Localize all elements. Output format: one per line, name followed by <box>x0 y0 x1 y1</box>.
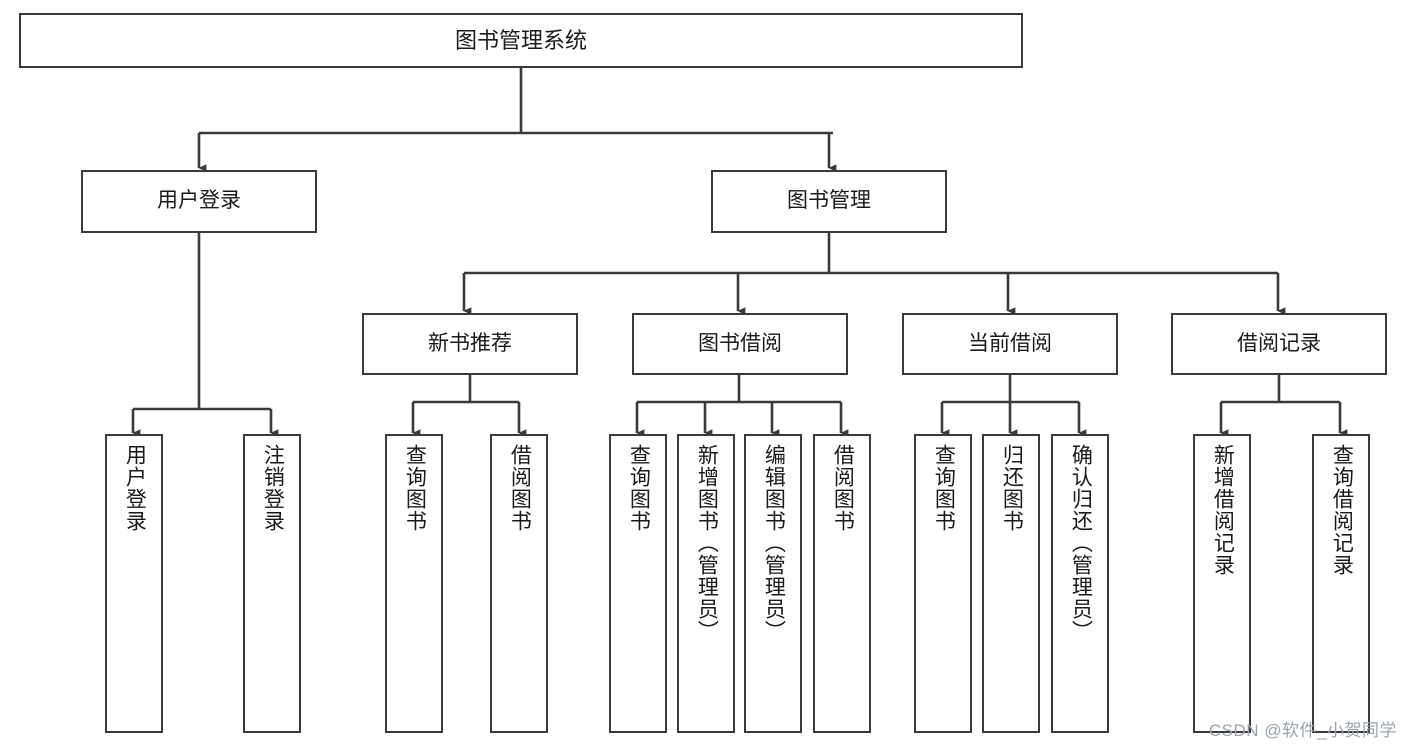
node-leaf-add-borrow-record-label: 新增借阅记录 <box>1211 444 1235 576</box>
node-leaf-query-borrow-record-label: 查询借阅记录 <box>1330 444 1354 576</box>
node-leaf-user-login-label: 用户登录 <box>123 444 147 532</box>
node-leaf-query-book-current-label: 查询图书 <box>932 444 956 532</box>
node-leaf-query-book-current[interactable]: 查询图书 <box>914 434 972 733</box>
node-leaf-return-book[interactable]: 归还图书 <box>982 434 1040 733</box>
node-leaf-edit-book-admin-label: 编辑图书（管理员） <box>762 444 786 642</box>
node-user-login-label: 用户登录 <box>157 189 241 213</box>
node-leaf-query-book-borrow-label: 查询图书 <box>627 444 651 532</box>
node-leaf-query-book-borrow[interactable]: 查询图书 <box>609 434 667 733</box>
node-borrow-records[interactable]: 借阅记录 <box>1171 313 1387 375</box>
node-leaf-add-book-admin[interactable]: 新增图书（管理员） <box>677 434 735 733</box>
node-leaf-user-login[interactable]: 用户登录 <box>105 434 163 733</box>
node-book-management-label: 图书管理 <box>787 189 871 213</box>
node-leaf-edit-book-admin[interactable]: 编辑图书（管理员） <box>744 434 802 733</box>
node-new-book-recommend-label: 新书推荐 <box>428 331 512 355</box>
node-leaf-query-book-new[interactable]: 查询图书 <box>385 434 443 733</box>
node-leaf-logout[interactable]: 注销登录 <box>243 434 301 733</box>
node-book-borrow[interactable]: 图书借阅 <box>632 313 848 375</box>
node-leaf-confirm-return-admin[interactable]: 确认归还（管理员） <box>1051 434 1109 733</box>
node-leaf-query-borrow-record[interactable]: 查询借阅记录 <box>1312 434 1370 733</box>
node-user-login[interactable]: 用户登录 <box>81 170 317 233</box>
csdn-watermark: CSDN @软件_小贺同学 <box>1208 721 1397 740</box>
node-current-borrow[interactable]: 当前借阅 <box>902 313 1118 375</box>
node-root-label: 图书管理系统 <box>454 27 587 53</box>
node-current-borrow-label: 当前借阅 <box>968 331 1052 355</box>
node-leaf-query-book-new-label: 查询图书 <box>403 444 427 532</box>
node-leaf-add-borrow-record[interactable]: 新增借阅记录 <box>1193 434 1251 733</box>
node-book-borrow-label: 图书借阅 <box>698 331 782 355</box>
node-leaf-logout-label: 注销登录 <box>261 444 285 532</box>
node-leaf-add-book-admin-label: 新增图书（管理员） <box>695 444 719 642</box>
node-leaf-borrow-book-new-label: 借阅图书 <box>508 444 532 532</box>
node-leaf-borrow-book-label: 借阅图书 <box>831 444 855 532</box>
node-book-management[interactable]: 图书管理 <box>711 170 947 233</box>
node-leaf-borrow-book[interactable]: 借阅图书 <box>813 434 871 733</box>
node-root[interactable]: 图书管理系统 <box>19 13 1023 68</box>
node-leaf-borrow-book-new[interactable]: 借阅图书 <box>490 434 548 733</box>
node-leaf-return-book-label: 归还图书 <box>1000 444 1024 532</box>
node-new-book-recommend[interactable]: 新书推荐 <box>362 313 578 375</box>
node-borrow-records-label: 借阅记录 <box>1237 331 1321 355</box>
node-leaf-confirm-return-admin-label: 确认归还（管理员） <box>1069 444 1093 642</box>
